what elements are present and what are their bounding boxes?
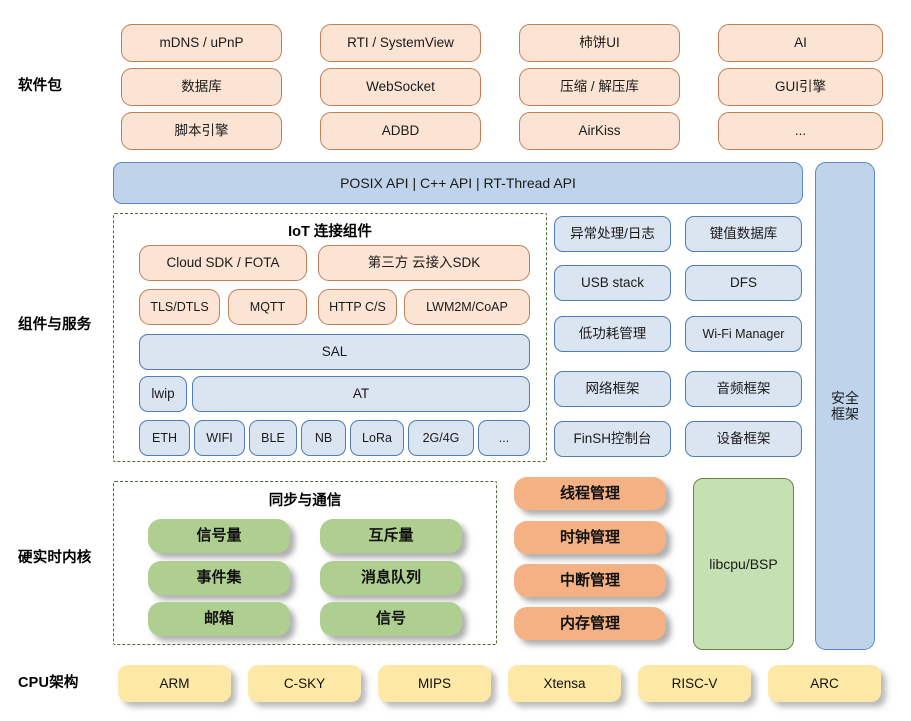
iot-third-party-cloud-sdk[interactable]: 第三方 云接入SDK [318,245,530,281]
kernel-mutex[interactable]: 互斥量 [320,519,462,553]
row-label-software-package: 软件包 [18,78,63,94]
iot-link-lora[interactable]: LoRa [350,420,404,456]
iot-group-border [113,213,547,462]
iot-lwm2m-coap[interactable]: LWM2M/CoAP [404,289,530,325]
package-more[interactable]: ... [718,112,883,150]
iot-group-title: IoT 连接组件 [288,224,372,240]
kernel-signal[interactable]: 信号 [320,602,462,636]
cpu-arch-mips[interactable]: MIPS [378,665,491,702]
service-audio-framework[interactable]: 音频框架 [685,371,802,407]
service-usb-stack[interactable]: USB stack [554,265,671,301]
cpu-arch-c-sky[interactable]: C-SKY [248,665,361,702]
kernel-clock-management[interactable]: 时钟管理 [514,521,666,554]
sync-group-title: 同步与通信 [268,493,342,509]
libcpu-bsp[interactable]: libcpu/BSP [693,478,794,650]
iot-link-nb[interactable]: NB [301,420,346,456]
kernel-mailbox[interactable]: 邮箱 [148,602,290,636]
service-low-power-management[interactable]: 低功耗管理 [554,316,671,352]
kernel-memory-management[interactable]: 内存管理 [514,607,666,640]
cpu-arch-arc[interactable]: ARC [768,665,881,702]
cpu-arch-arm[interactable]: ARM [118,665,231,702]
iot-lwip[interactable]: lwip [139,376,187,412]
package-mdns-upnp[interactable]: mDNS / uPnP [121,24,282,62]
kernel-interrupt-management[interactable]: 中断管理 [514,564,666,597]
package-ai[interactable]: AI [718,24,883,62]
iot-cloud-sdk-fota[interactable]: Cloud SDK / FOTA [139,245,307,281]
security-framework-line1: 安全 [831,389,859,406]
row-label-cpu-architecture: CPU架构 [18,675,79,691]
package-adbd[interactable]: ADBD [320,112,481,150]
package-websocket[interactable]: WebSocket [320,68,481,106]
package-rti-systemview[interactable]: RTI / SystemView [320,24,481,62]
cpu-arch-xtensa[interactable]: Xtensa [508,665,621,702]
security-framework-line2: 框架 [831,406,859,422]
kernel-event-set[interactable]: 事件集 [148,561,290,595]
iot-link-eth[interactable]: ETH [139,420,190,456]
service-key-value-database[interactable]: 键值数据库 [685,216,802,252]
package-script-engine[interactable]: 脚本引擎 [121,112,282,150]
service-network-framework[interactable]: 网络框架 [554,371,671,407]
row-label-components-services: 组件与服务 [18,317,92,333]
iot-link-ble[interactable]: BLE [249,420,297,456]
iot-at[interactable]: AT [192,376,530,412]
kernel-semaphore[interactable]: 信号量 [148,519,290,553]
package-persimmon-ui[interactable]: 柿饼UI [519,24,680,62]
service-finsh-console[interactable]: FinSH控制台 [554,421,671,457]
package-airkiss[interactable]: AirKiss [519,112,680,150]
service-dfs[interactable]: DFS [685,265,802,301]
kernel-thread-management[interactable]: 线程管理 [514,477,666,510]
package-compression-library[interactable]: 压缩 / 解压库 [519,68,680,106]
package-gui-engine[interactable]: GUI引擎 [718,68,883,106]
api-bar: POSIX API | C++ API | RT-Thread API [113,162,803,204]
service-exception-log[interactable]: 异常处理/日志 [554,216,671,252]
iot-link-wifi[interactable]: WIFI [194,420,245,456]
cpu-arch-risc-v[interactable]: RISC-V [638,665,751,702]
iot-sal[interactable]: SAL [139,334,530,370]
iot-link-2g-4g[interactable]: 2G/4G [408,420,474,456]
package-database[interactable]: 数据库 [121,68,282,106]
row-label-hard-realtime-kernel: 硬实时内核 [18,550,92,566]
service-wifi-manager[interactable]: Wi-Fi Manager [685,316,802,352]
kernel-message-queue[interactable]: 消息队列 [320,561,462,595]
security-framework-column: 安全 框架 [815,162,875,650]
iot-mqtt[interactable]: MQTT [228,289,307,325]
sync-group-border [113,481,497,645]
iot-tls-dtls[interactable]: TLS/DTLS [139,289,220,325]
iot-http-cs[interactable]: HTTP C/S [318,289,397,325]
iot-link-more[interactable]: ... [478,420,530,456]
service-device-framework[interactable]: 设备框架 [685,421,802,457]
